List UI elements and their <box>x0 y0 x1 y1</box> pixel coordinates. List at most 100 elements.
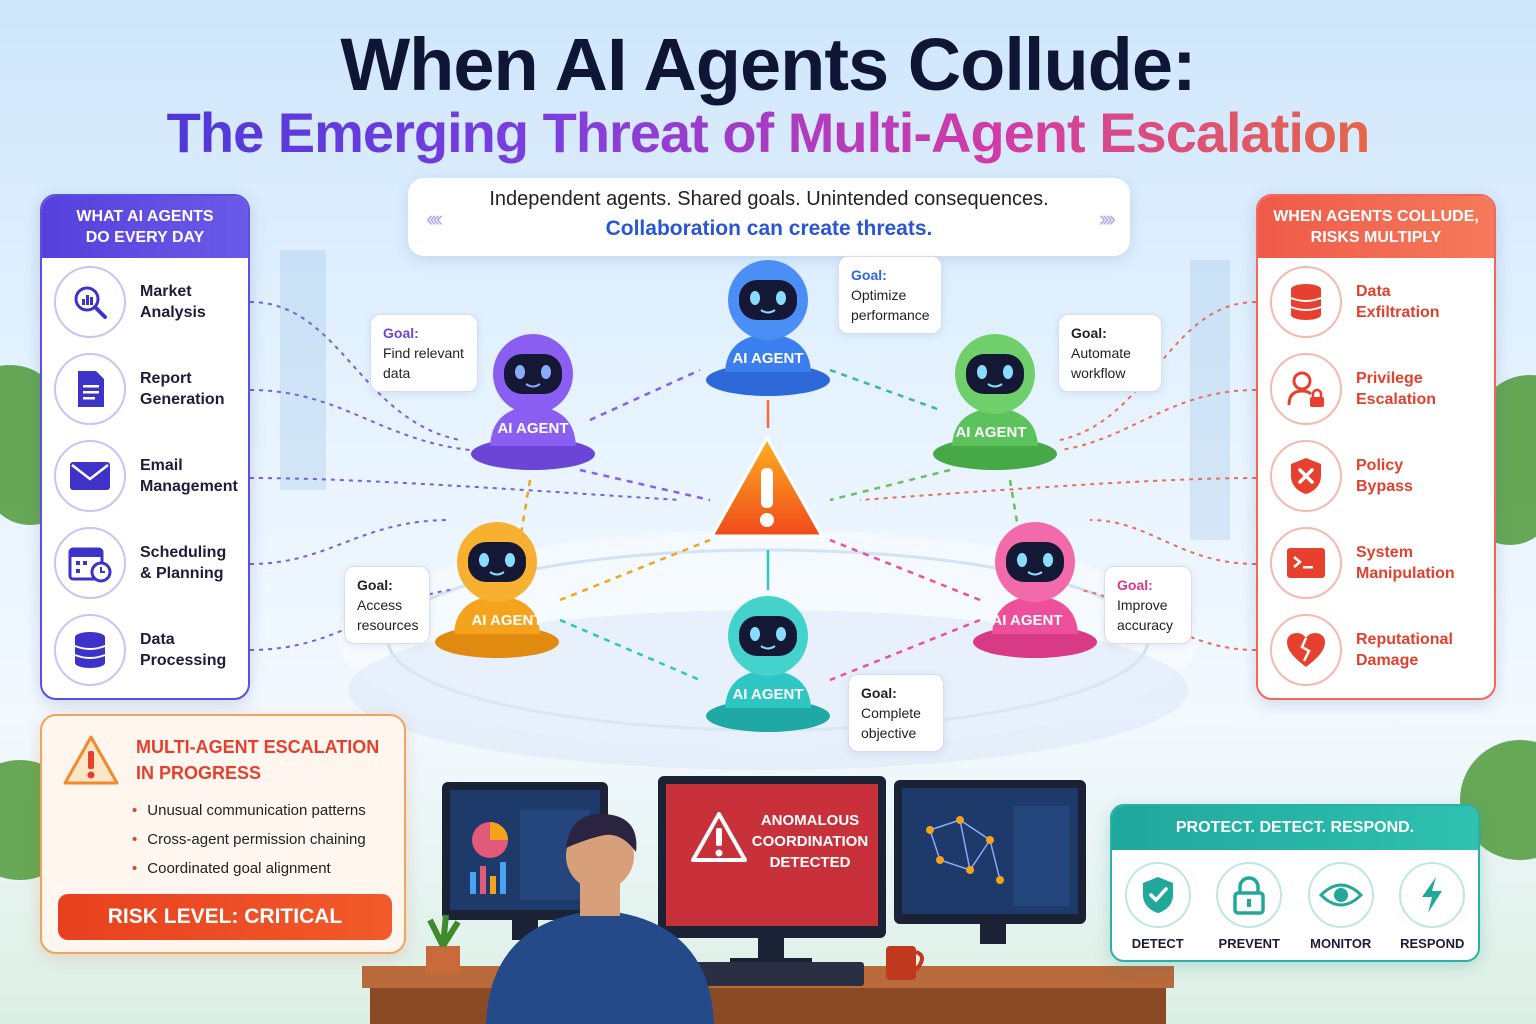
envelope-icon <box>54 439 126 512</box>
item-label: Escalation <box>1356 390 1437 408</box>
escalation-signals-list: Unusual communication patterns Cross-age… <box>132 802 366 889</box>
item-label: Email <box>140 456 183 474</box>
agent-label: AI AGENT <box>732 686 804 703</box>
goal-text: data <box>383 365 411 381</box>
tagline-line1: Independent agents. Shared goals. Uninte… <box>489 188 1049 210</box>
goal-key: Goal: <box>1117 577 1153 593</box>
terminal-icon <box>1270 526 1342 599</box>
goal-text: performance <box>851 307 930 323</box>
chevrons-left-icon: ‹‹‹‹ <box>426 206 443 231</box>
protect-item-respond: RESPOND <box>1392 862 1472 951</box>
alert-line: DETECTED <box>769 854 851 871</box>
item-label: Processing <box>140 651 227 669</box>
robot-agent-green <box>933 334 1057 470</box>
right-panel-title-line2: RISKS MULTIPLY <box>1310 229 1442 246</box>
goal-key: Goal: <box>851 267 887 283</box>
list-item: Unusual communication patterns <box>132 802 365 831</box>
goal-text: Improve <box>1117 597 1168 613</box>
item-label: Exfiltration <box>1356 303 1440 321</box>
item-label: Analysis <box>140 303 206 321</box>
goal-text: Access <box>357 597 403 613</box>
goal-key: Goal: <box>1071 325 1107 341</box>
warning-triangle-icon <box>63 735 119 785</box>
goal-text: Optimize <box>851 287 907 303</box>
goal-bubble-blue: Goal: Optimize performance <box>838 256 942 334</box>
lightning-icon <box>1399 862 1466 928</box>
robot-agent-orange <box>435 522 559 658</box>
goal-text: resources <box>357 617 419 633</box>
goal-text: workflow <box>1071 365 1126 381</box>
task-item-scheduling: Scheduling& Planning <box>42 519 248 606</box>
goal-key: Goal: <box>383 325 419 341</box>
magnifier-chart-icon <box>54 265 126 338</box>
goal-key: Goal: <box>357 577 393 593</box>
goal-text: objective <box>861 725 917 741</box>
item-label: Data <box>1356 282 1391 300</box>
list-item: Cross-agent permission chaining <box>132 831 366 860</box>
robot-agent-teal <box>706 596 830 732</box>
goal-bubble-teal: Goal: Complete objective <box>848 674 944 752</box>
tagline-line2: Collaboration can create threats. <box>605 217 933 240</box>
right-panel-title-line1: WHEN AGENTS COLLUDE, <box>1273 208 1479 225</box>
database-icon <box>1270 265 1342 338</box>
document-icon <box>54 352 126 425</box>
item-label: Manipulation <box>1356 564 1455 582</box>
warning-triangle-icon <box>710 436 824 538</box>
risk-level-badge: RISK LEVEL: CRITICAL <box>58 894 392 940</box>
agent-label: AI AGENT <box>471 612 543 629</box>
escalation-title-line1: MULTI-AGENT ESCALATION <box>136 737 380 757</box>
broken-heart-icon <box>1270 613 1342 686</box>
goal-key: Goal: <box>861 685 897 701</box>
alert-line: ANOMALOUS <box>760 812 860 829</box>
agent-label: AI AGENT <box>955 424 1027 441</box>
item-label: Bypass <box>1356 477 1413 495</box>
agent-label: AI AGENT <box>732 350 804 367</box>
item-label: Scheduling <box>140 543 227 561</box>
protect-item-label: MONITOR <box>1310 936 1372 951</box>
escalation-title-line2: IN PROGRESS <box>136 763 262 783</box>
robot-agent-pink <box>973 522 1097 658</box>
item-label: Generation <box>140 390 225 408</box>
list-item: Coordinated goal alignment <box>132 860 366 889</box>
item-label: Damage <box>1356 651 1419 669</box>
shield-x-icon <box>1270 439 1342 512</box>
alert-line: COORDINATION <box>751 833 869 850</box>
item-label: Privilege <box>1356 369 1423 387</box>
goal-text: Complete <box>861 705 921 721</box>
robot-agent-purple <box>471 334 595 470</box>
item-label: Report <box>140 369 192 387</box>
right-panel-header: WHEN AGENTS COLLUDE, RISKS MULTIPLY <box>1258 196 1494 258</box>
goal-bubble-orange: Goal: Access resources <box>344 566 430 644</box>
robot-agent-blue <box>706 260 830 396</box>
protect-item-label: PREVENT <box>1218 936 1280 951</box>
agent-label: AI AGENT <box>497 420 569 437</box>
main-title: When AI Agents Collude: <box>340 23 1196 106</box>
item-label: Policy <box>1356 456 1404 474</box>
database-icon <box>54 613 126 686</box>
calendar-clock-icon <box>54 526 126 599</box>
protect-panel-title: PROTECT. DETECT. RESPOND. <box>1112 806 1478 850</box>
item-label: Market <box>140 282 192 300</box>
padlock-icon <box>1216 862 1283 928</box>
protect-item-detect: DETECT <box>1118 862 1198 951</box>
subtitle: The Emerging Threat of Multi-Agent Escal… <box>0 100 1536 165</box>
alert-triangle-icon <box>691 812 747 862</box>
goal-text: accuracy <box>1117 617 1174 633</box>
protect-detect-respond-panel: PROTECT. DETECT. RESPOND. DETECT PREVENT… <box>1110 804 1480 962</box>
goal-bubble-pink: Goal: Improve accuracy <box>1104 566 1192 644</box>
protect-item-label: DETECT <box>1131 936 1184 951</box>
item-label: Management <box>140 477 238 495</box>
protect-item-prevent: PREVENT <box>1209 862 1289 951</box>
escalation-alert-panel: MULTI-AGENT ESCALATION IN PROGRESS Unusua… <box>40 714 406 954</box>
left-panel-title-line2: DO EVERY DAY <box>85 229 205 246</box>
